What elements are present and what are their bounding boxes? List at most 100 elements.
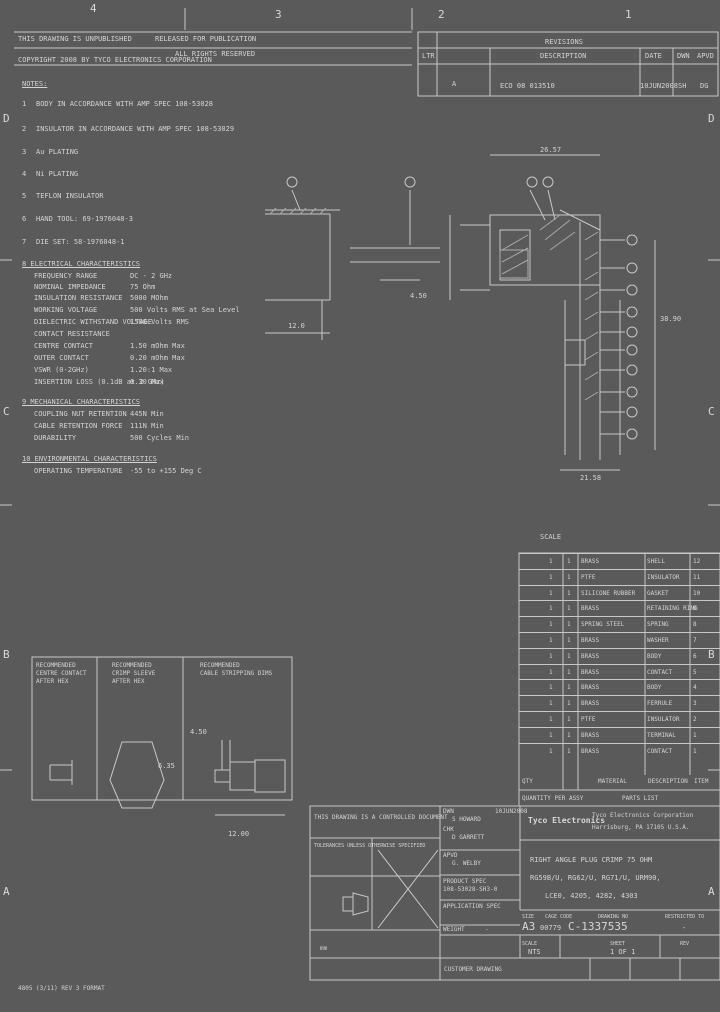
bom-item: 6 [693,652,697,660]
tb-company3: Harrisburg, PA 17105 U.S.A. [592,824,690,831]
electrical-title: 8 ELECTRICAL CHARACTERISTICS [22,260,141,268]
zone-col-4: 4 [90,2,97,15]
tb-dwg-no-label: DRAWING NO [598,914,629,920]
bom-description: RETAINING RING [647,605,698,613]
tb-product-spec: PRODUCT SPEC [443,878,487,885]
bom-material: BRASS [581,668,600,676]
bom-qty: 1 [549,589,553,597]
zone-row-a: A [3,885,10,898]
bom-footer-right: PARTS LIST [622,795,659,802]
elec-val-3: 500 Volts RMS at Sea Level [130,306,240,314]
elec-key-1: NOMINAL IMPEDANCE [34,283,106,291]
mech-val-1: 111N Min [130,422,164,430]
bom-qty: 1 [549,731,553,739]
bom-item: 2 [693,716,697,723]
header-line3: ALL RIGHTS RESERVED [175,50,256,58]
zone-row-a-right: A [708,885,715,898]
bom-item: 1 [693,731,697,739]
bom-item: 12 [693,558,701,565]
bom-qty: 1 [549,684,553,692]
bom-item: 5 [693,668,697,676]
bom-qty: 1 [549,573,553,581]
bom-material: BRASS [581,700,600,708]
bom-item: 3 [693,700,697,708]
zone-row-d-right: D [708,112,715,125]
bom-description: SHELL [647,558,666,565]
mech-key-0: COUPLING NUT RETENTION [34,410,127,418]
bom-n: 1 [567,605,571,613]
bom-description: FERRULE [647,700,673,708]
tb-sheet-label: SHEET [610,941,626,947]
environmental-title: 10 ENVIRONMENTAL CHARACTERISTICS [22,455,157,463]
bom-material: BRASS [581,637,600,644]
tb-dwn-name: S HOWARD [452,816,481,823]
tb-cage: 00779 [540,924,562,932]
tb-rev-label: RESTRICTED TO [665,914,705,920]
note-4-num: 4 [22,170,27,178]
bom-head-item: ITEM [694,778,709,785]
note-2: INSULATOR IN ACCORDANCE WITH AMP SPEC 10… [36,125,235,133]
tb-product-spec-val: 108-53028-SH3-0 [443,886,498,893]
rev-col-date: DATE [645,52,662,60]
bom-n: 1 [567,637,571,644]
mech-key-1: CABLE RETENTION FORCE [34,422,123,430]
bom-material: BRASS [581,731,600,739]
zone-row-c: C [3,405,10,418]
bom-qty: 1 [549,621,553,629]
tb-weight: WEIGHT [443,926,465,933]
elec-val-9: 0.30 Max [130,378,164,386]
elec-val-7: 0.20 mOhm Max [130,354,185,362]
tb-title1: RIGHT ANGLE PLUG CRIMP 75 OHM [530,856,653,864]
tb-company2: Tyco Electronics Corporation [592,812,694,819]
tb-size: A3 [522,920,536,933]
elec-key-3: WORKING VOLTAGE [34,306,98,314]
dim-5: 38.90 [660,315,682,323]
bom-description: WASHER [647,637,669,644]
header-line2: RELEASED FOR PUBLICATION [155,35,257,43]
bom-material: BRASS [581,684,600,692]
tb-tolerances: TOLERANCES UNLESS OTHERWISE SPECIFIED [314,843,426,849]
note-5: TEFLON INSULATOR [36,192,104,200]
note-1-num: 1 [22,100,27,108]
bom-description: INSULATOR [647,573,680,581]
bom-qty: 1 [549,747,553,755]
env-val-0: -55 to +155 Deg C [130,467,202,475]
mech-val-2: 500 Cycles Min [130,434,190,442]
rev-row-ltr: A [452,80,457,88]
zone-row-c-right: C [708,405,715,418]
bom-head-qty: QTY [522,778,533,785]
bom-n: 1 [567,684,571,692]
bom-description: GASKET [647,589,669,597]
rev-row-desc: ECO 08 013510 [500,82,555,90]
bom-qty: 1 [549,637,553,644]
bom-material: SILICONE RUBBER [581,589,636,597]
bom-qty: 1 [549,700,553,708]
rev-row-apvd: DG [700,82,709,90]
bom-material: PTFE [581,716,596,723]
rev-col-desc: DESCRIPTION [540,52,587,60]
elec-val-8: 1.20:1 Max [130,366,173,374]
elec-val-1: 75 Ohm [130,283,156,291]
elec-key-2: INSULATION RESISTANCE [34,294,123,302]
tb-scale-label: SCALE [522,941,538,947]
bom-item: 10 [693,589,701,597]
elec-key-6: CENTRE CONTACT [34,342,94,350]
elec-key-0: FREQUENCY RANGE [34,272,98,280]
tb-application-spec: APPLICATION SPEC [443,903,501,910]
tb-apvd-name: G. WELBY [452,860,481,867]
prep-strip-dim1: 4.50 [190,728,207,736]
elec-key-8: VSWR (0-2GHz) [34,366,89,374]
zone-col-1: 1 [625,8,632,21]
elec-key-9: INSERTION LOSS (0.1dB at 2 GHz) [34,378,165,386]
form-footer: 4805 (3/11) REV 3 FORMAT [18,985,105,992]
revisions-title: REVISIONS [545,38,583,46]
bom-item: 11 [693,573,701,581]
